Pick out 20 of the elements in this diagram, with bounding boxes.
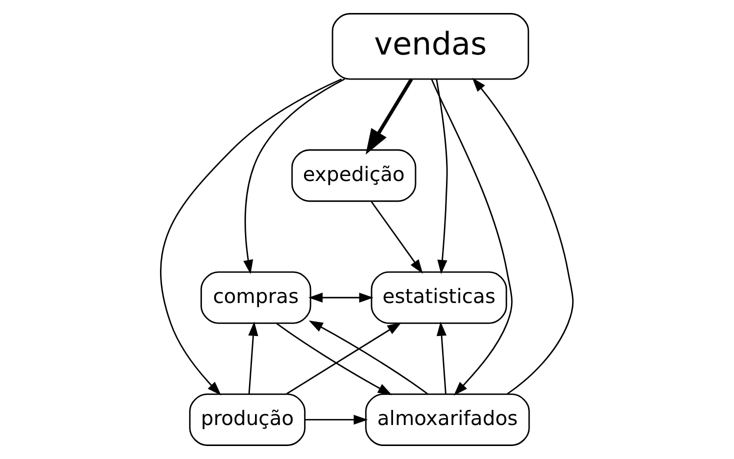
arrow (436, 322, 447, 394)
arrow (276, 322, 392, 396)
arrow (431, 79, 513, 396)
arrow (366, 78, 414, 155)
arrow (370, 201, 423, 274)
node-box: expedição (291, 149, 416, 202)
arrow (243, 78, 346, 274)
arrow (308, 292, 374, 303)
arrow (286, 322, 402, 394)
arrow (248, 322, 258, 394)
arrow (472, 78, 574, 395)
arrow (160, 78, 342, 396)
node-box: estatisticas (370, 271, 508, 324)
arrow (436, 79, 448, 274)
node-box: produção (189, 393, 306, 446)
arrow (305, 414, 368, 425)
node-box: almoxarifados (365, 393, 530, 446)
arrow (308, 320, 428, 394)
node-box: vendas (332, 13, 530, 80)
node-box: compras (200, 271, 312, 324)
